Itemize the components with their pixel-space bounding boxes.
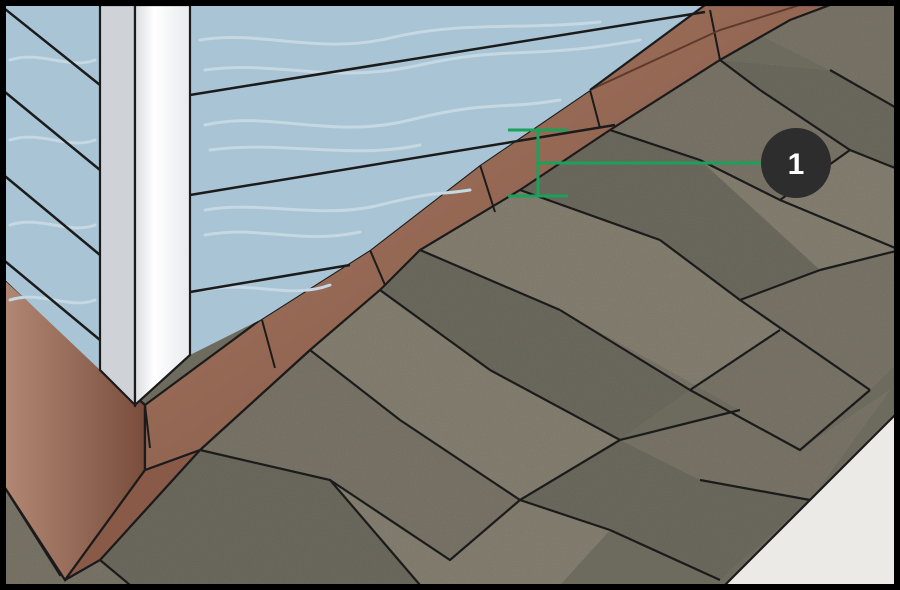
corner-trim xyxy=(98,6,192,408)
shingle xyxy=(660,240,894,390)
shingle xyxy=(200,350,520,560)
callout-number: 1 xyxy=(788,148,805,181)
shingle xyxy=(560,310,870,450)
shingle xyxy=(720,60,894,168)
siding-grain xyxy=(8,20,642,305)
step-flashing-seams xyxy=(144,9,721,449)
flashing-height-dimension xyxy=(508,128,765,198)
shingle xyxy=(100,450,420,584)
shingle xyxy=(420,190,780,390)
shingle xyxy=(330,480,610,584)
siding-panel-area xyxy=(190,6,704,355)
shingle-field xyxy=(6,6,894,584)
shingle xyxy=(702,6,894,107)
shingle xyxy=(620,390,890,500)
callout-badge-1: 1 xyxy=(761,128,831,198)
siding-wall xyxy=(6,6,706,370)
siding-lap-lines xyxy=(6,8,706,341)
shingle xyxy=(700,150,894,270)
shingle xyxy=(520,440,810,580)
shingle xyxy=(6,489,129,584)
shingle xyxy=(380,250,690,440)
shingle xyxy=(310,290,620,500)
siding-panel-area-left xyxy=(6,6,100,370)
shingle xyxy=(520,130,820,300)
